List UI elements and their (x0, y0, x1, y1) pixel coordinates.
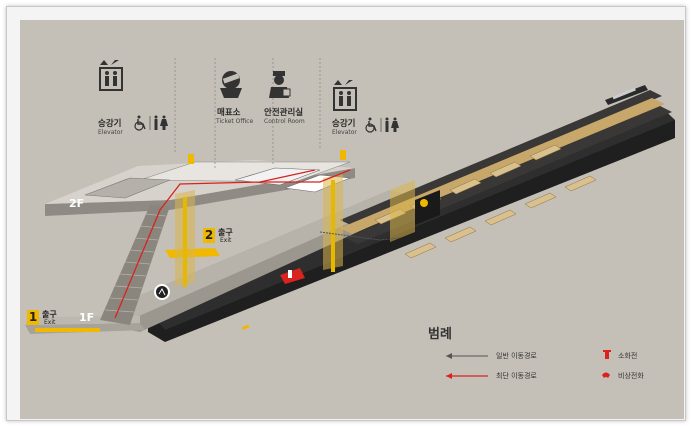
exit-2-en: Exit (220, 237, 232, 244)
control-room-en: Control Room (264, 118, 305, 125)
accessibility-icons (364, 117, 404, 133)
elevator-right-en: Elevator (332, 129, 357, 136)
exit-2-label: 출구 (218, 228, 233, 237)
legend-swatches (446, 350, 611, 379)
elevator-icon (98, 58, 138, 98)
legend-shortest-route: 최단 이동경로 (496, 372, 537, 380)
legend-title: 범례 (428, 327, 452, 342)
station-3d-diagram (25, 58, 675, 379)
exit-1-badge: 1 (27, 310, 39, 325)
normal-route (319, 231, 401, 241)
floor-1f-label: 1F (79, 311, 95, 324)
shortest-route (114, 169, 351, 319)
exit-1-label: 출구 (42, 310, 57, 319)
elevator-left-en: Elevator (98, 129, 123, 136)
map-frame: 승강기 Elevator 매표소 Ticket Of (6, 6, 686, 421)
accessibility-icons (133, 115, 173, 131)
wheelchair-marker (154, 284, 170, 300)
fire-hydrant-marker (280, 268, 305, 284)
elevator-right-label: 승강기 (332, 119, 356, 129)
platform-rails (340, 85, 672, 259)
ticket-office-label: 매표소 (217, 108, 241, 118)
legend-emergency-phone: 비상전화 (618, 372, 644, 380)
control-room-label: 안전관리실 (264, 108, 304, 118)
column-posts (183, 180, 335, 287)
second-floor (45, 150, 355, 216)
elevator-left-label: 승강기 (98, 119, 122, 129)
station-map-panel: 승강기 Elevator 매표소 Ticket Of (20, 20, 684, 419)
legend-normal-route: 일반 이동경로 (496, 352, 537, 360)
elevator-icon (332, 78, 372, 118)
ticket-office-en: Ticket Office (216, 118, 254, 125)
legend-extinguisher: 소화전 (618, 352, 638, 360)
floor-2f-label: 2F (69, 197, 85, 210)
control-room-icon (264, 70, 294, 100)
exit-1-en: Exit (44, 319, 56, 326)
exit-2-badge: 2 (203, 228, 215, 243)
ticket-office-icon (216, 70, 246, 100)
